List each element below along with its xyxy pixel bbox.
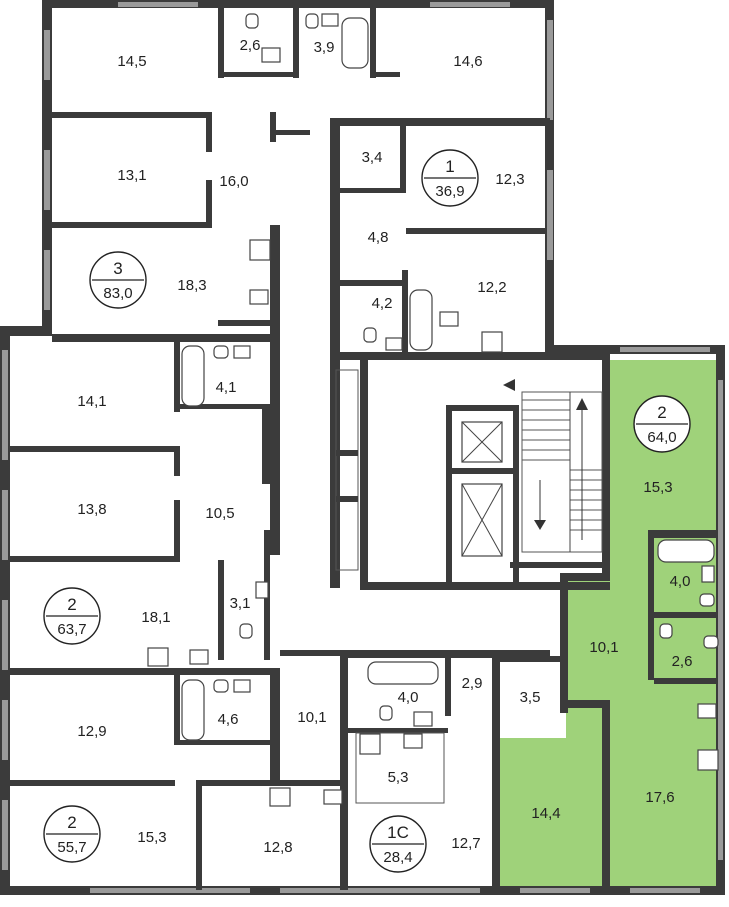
- room-area: 2,9: [462, 675, 483, 692]
- room-area: 10,1: [589, 639, 618, 656]
- room-area: 10,5: [205, 505, 234, 522]
- room-area: 17,6: [645, 789, 674, 806]
- room-area: 14,4: [531, 805, 560, 822]
- unit-number: 2: [657, 403, 666, 422]
- room-area: 2,6: [240, 37, 261, 54]
- unit-badge: 3 83,0: [89, 251, 147, 309]
- room-area: 14,5: [117, 53, 146, 70]
- unit-badge: 2 64,0: [633, 395, 691, 453]
- unit-badge: 1С 28,4: [369, 815, 427, 873]
- unit-number: 1С: [387, 823, 409, 842]
- room-area: 3,9: [314, 39, 335, 56]
- unit-badge: 1 36,9: [421, 149, 479, 207]
- elevator-shafts: [461, 421, 503, 557]
- unit-badge: 2 55,7: [43, 805, 101, 863]
- room-area: 4,1: [216, 379, 237, 396]
- room-area: 14,1: [77, 393, 106, 410]
- unit-number: 1: [445, 157, 454, 176]
- unit-number: 3: [113, 259, 122, 278]
- room-area: 15,3: [137, 829, 166, 846]
- room-area: 13,1: [117, 167, 146, 184]
- stove-icons: [147, 239, 719, 807]
- unit-area: 64,0: [647, 429, 676, 446]
- unit-area: 36,9: [435, 183, 464, 200]
- room-area: 4,8: [368, 229, 389, 246]
- room-area: 12,7: [451, 835, 480, 852]
- room-area: 18,1: [141, 609, 170, 626]
- room-area: 12,3: [495, 171, 524, 188]
- room-area: 16,0: [219, 173, 248, 190]
- unit-area: 28,4: [383, 849, 412, 866]
- room-area: 12,2: [477, 279, 506, 296]
- room-area: 14,6: [453, 53, 482, 70]
- room-area: 4,6: [218, 711, 239, 728]
- room-area: 18,3: [177, 277, 206, 294]
- interior-walls: [10, 8, 718, 890]
- unit-area: 55,7: [57, 839, 86, 856]
- unit-number: 2: [67, 595, 76, 614]
- room-area: 12,9: [77, 723, 106, 740]
- room-area: 3,4: [362, 149, 383, 166]
- room-area: 5,3: [388, 769, 409, 786]
- room-area: 4,0: [398, 689, 419, 706]
- room-area: 2,6: [672, 653, 693, 670]
- unit-badge: 2 63,7: [43, 587, 101, 645]
- room-area: 3,1: [230, 595, 251, 612]
- kitchen-zone: [355, 732, 445, 804]
- unit-area: 63,7: [57, 621, 86, 638]
- unit-badges: 3 83,0 1 36,9 2 64,0 2 63,7 2 55,7: [43, 149, 691, 873]
- room-area: 15,3: [643, 479, 672, 496]
- room-area: 4,2: [372, 295, 393, 312]
- room-area: 12,8: [263, 839, 292, 856]
- unit-area: 83,0: [103, 285, 132, 302]
- staircase: [503, 379, 603, 553]
- room-labels: 14,5 2,6 3,9 14,6 13,1 16,0 3,4 12,3 18,…: [77, 37, 692, 856]
- unit-number: 2: [67, 813, 76, 832]
- room-area: 10,1: [297, 709, 326, 726]
- shaft-column: [335, 369, 359, 571]
- room-area: 3,5: [520, 689, 541, 706]
- bathroom-fixtures: [181, 13, 719, 741]
- room-area: 4,0: [670, 573, 691, 590]
- room-area: 13,8: [77, 501, 106, 518]
